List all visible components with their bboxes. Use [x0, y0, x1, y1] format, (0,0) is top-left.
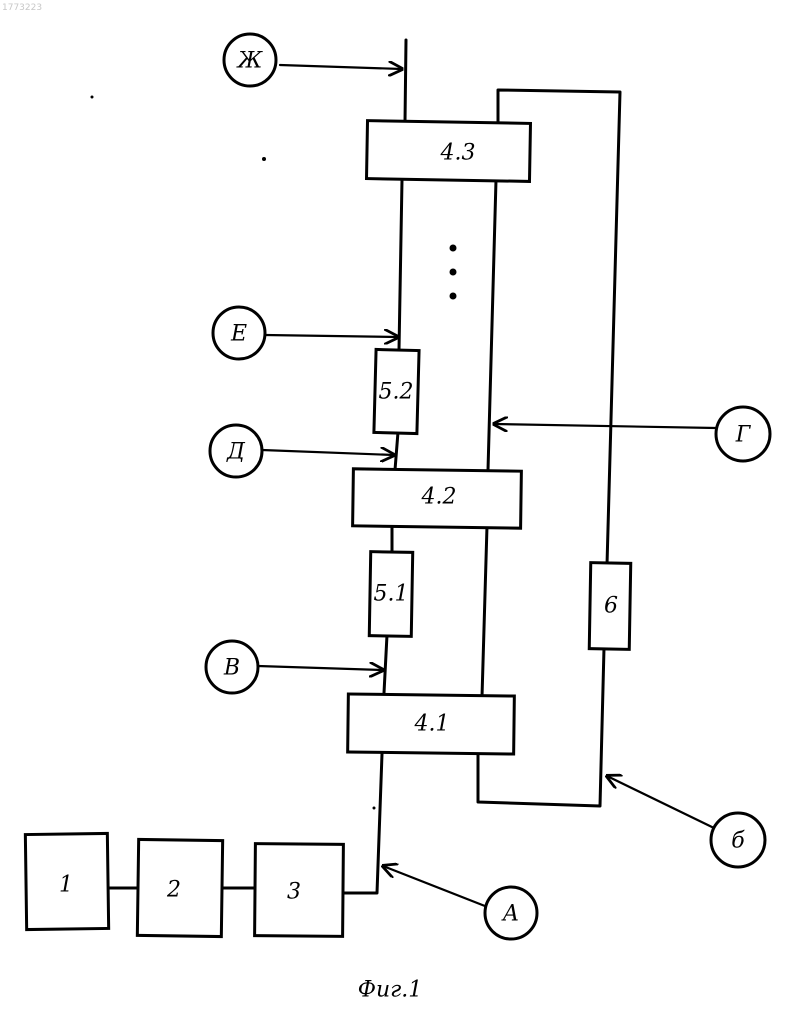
input-E: Е [213, 307, 265, 359]
block-5.2: 5.2 [374, 349, 419, 433]
arrow-b [607, 776, 714, 828]
input-Zh: Ж [224, 34, 276, 86]
input-Zh-label: Ж [236, 49, 264, 74]
block-3: 3 [255, 844, 344, 937]
block-4.3: 4.3 [367, 121, 531, 182]
input-b-label: б [731, 829, 745, 854]
block-4.2: 4.2 [353, 469, 522, 528]
block-5.2-label: 5.2 [379, 380, 414, 405]
arrow-E [265, 335, 398, 337]
input-D: Д [210, 425, 262, 477]
input-A-label: А [501, 902, 520, 927]
arrow-D [262, 450, 394, 455]
block-3-label: 3 [287, 880, 301, 905]
input-G-label: Г [735, 423, 752, 448]
block-5.1-label: 5.1 [374, 582, 409, 607]
block-6: 6 [589, 563, 630, 650]
arrow-V [258, 666, 383, 670]
right-bus-upper [488, 180, 496, 470]
block-4.1-label: 4.1 [414, 712, 450, 737]
input-E-label: Е [230, 322, 247, 347]
ellipsis-dot [450, 245, 457, 252]
document-number: 1773223 [2, 3, 42, 13]
block-6-label: 6 [604, 594, 618, 619]
arrow-A [383, 866, 490, 908]
block-4.2-label: 4.2 [421, 485, 457, 510]
input-A: А [485, 887, 537, 939]
link-4.1-5.1 [384, 635, 387, 693]
block-4.3-label: 4.3 [440, 141, 476, 166]
block-1: 1 [25, 833, 108, 929]
input-V: В [206, 641, 258, 693]
input-G: Г [716, 407, 770, 461]
ellipsis-dot [450, 293, 457, 300]
arrow-G [494, 424, 716, 428]
link-4.2-5.2 [395, 432, 398, 470]
speck [373, 807, 376, 810]
block-2-label: 2 [166, 878, 181, 903]
link-3-4.1 [344, 754, 382, 893]
figure-caption: Фиг.1 [358, 978, 423, 1003]
input-b: б [711, 813, 765, 867]
link-5.2-4.3 [399, 180, 402, 350]
block-5.1: 5.1 [369, 552, 412, 637]
ellipsis-dot [450, 269, 457, 276]
input-D-label: Д [226, 440, 246, 465]
block-1-label: 1 [59, 873, 73, 898]
speck [262, 157, 266, 161]
block-4.1: 4.1 [348, 694, 515, 754]
output-line [405, 40, 406, 122]
right-bus-middle [482, 526, 487, 697]
speck [91, 96, 94, 99]
arrow-Zh [280, 65, 402, 69]
input-V-label: В [223, 656, 240, 681]
block-2: 2 [137, 839, 222, 936]
